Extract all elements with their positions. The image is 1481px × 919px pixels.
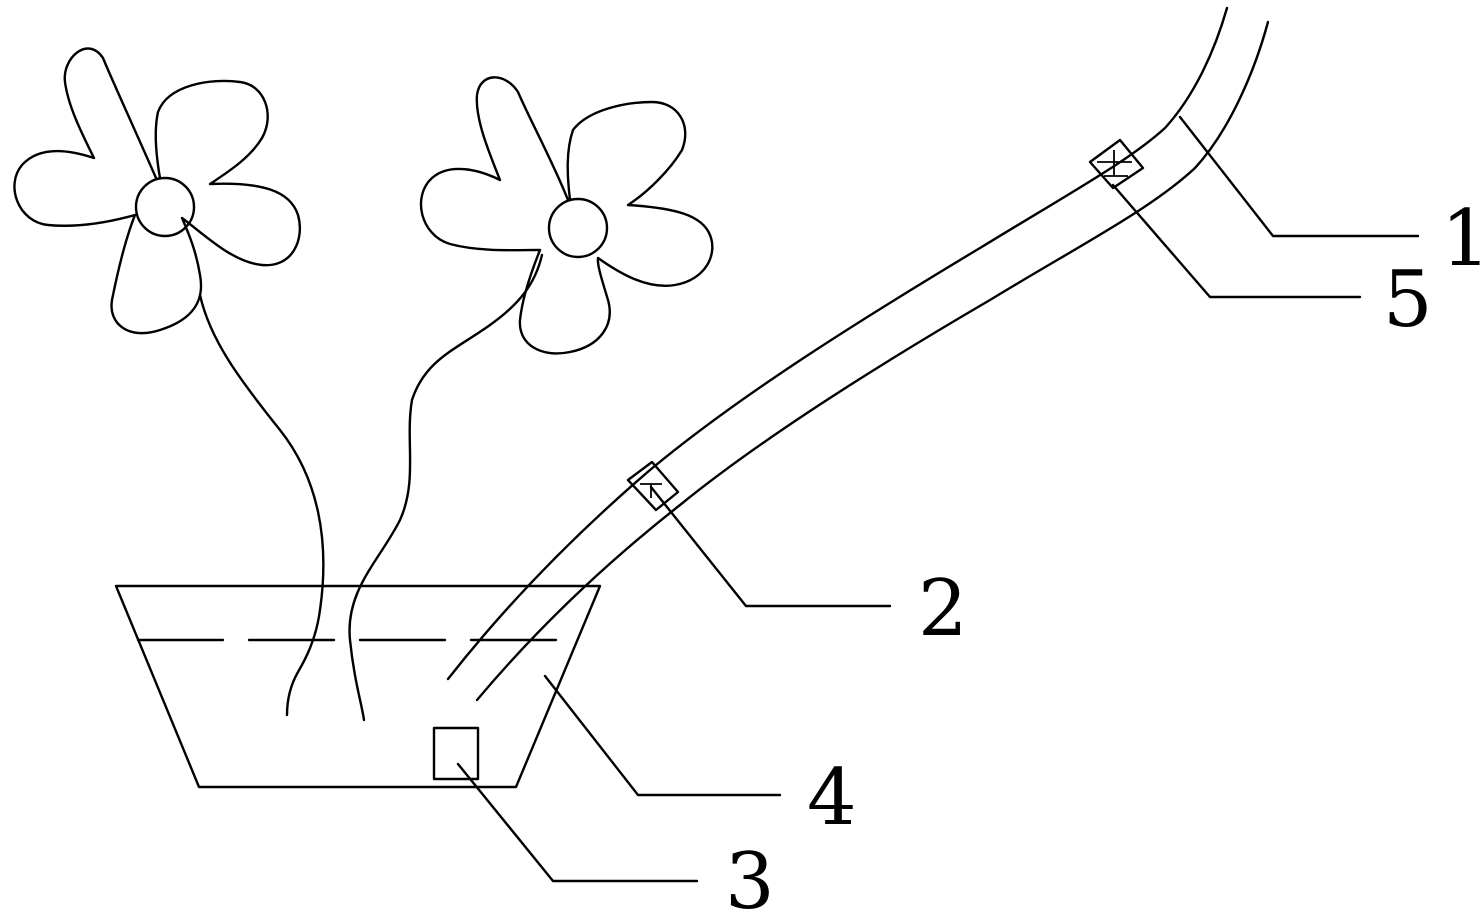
leader-4 (543, 674, 782, 797)
sensor-box (432, 726, 480, 781)
tube-upper-wall (446, 6, 1229, 681)
leader-lines (456, 115, 1420, 883)
label-4: 4 (807, 753, 857, 843)
flower-left-petals (13, 47, 302, 335)
valve-lower-body (626, 460, 680, 512)
flower-right-stem (348, 253, 544, 722)
flower-left-center (134, 176, 196, 238)
label-1: 1 (1441, 194, 1481, 284)
leader-1 (1178, 115, 1420, 238)
valve-lower (626, 460, 680, 512)
flower-right (348, 76, 714, 722)
flower-left-stem (198, 293, 325, 717)
valve-upper (1088, 138, 1145, 190)
leader-2 (649, 485, 892, 608)
label-2: 2 (918, 564, 968, 654)
label-3: 3 (725, 837, 775, 919)
label-5: 5 (1383, 255, 1433, 345)
leader-3 (456, 762, 699, 883)
flower-right-center (547, 197, 609, 259)
pot (114, 584, 602, 789)
valve-upper-body (1088, 138, 1145, 190)
flower-left (13, 47, 325, 717)
pot-outline (114, 584, 602, 789)
water-tube (446, 6, 1270, 702)
flower-right-petals (419, 76, 714, 355)
leader-5 (1111, 183, 1362, 299)
